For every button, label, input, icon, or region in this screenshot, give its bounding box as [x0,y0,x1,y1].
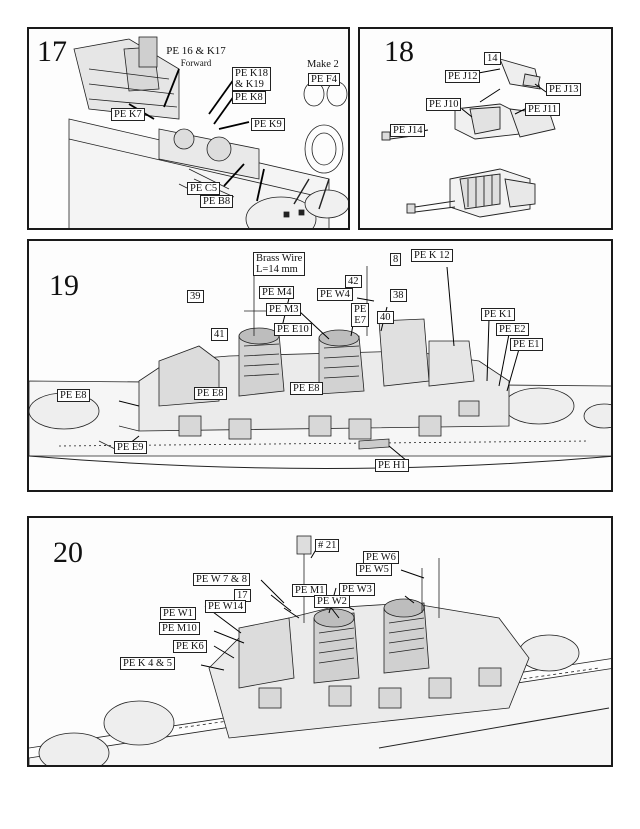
label-8: 8 [390,253,402,266]
label-pe-w2: PE W2 [314,595,350,608]
label-pe-m10: PE M10 [159,622,200,635]
label-39: 39 [187,290,204,303]
step-20-number: 20 [53,536,83,569]
label-pe-j14: PE J14 [390,124,426,137]
label-pe-w1: PE W1 [160,607,196,620]
label-41: 41 [211,328,228,341]
label-pe-j13: PE J13 [546,83,582,96]
label-pe-e8-left: PE E8 [57,389,90,402]
label-pe-f4: PE F4 [308,73,340,86]
step-19-number: 19 [49,269,79,302]
step-18-panel: 18 14 PE J12 PE J13 PE J10 PE J11 PE J14 [358,27,613,230]
label-pe-w7-8: PE W 7 & 8 [193,573,250,586]
step-17-number: 17 [37,35,67,68]
label-brass-wire: Brass Wire L=14 mm [253,252,306,276]
label-pe-e2: PE E2 [496,323,529,336]
label-pe-c5: PE C5 [187,182,221,195]
label-14: 14 [484,52,501,65]
label-pe-j11: PE J11 [525,103,561,116]
step-19-drawing [29,261,611,469]
label-pe16-k17: PE 16 & K17 Forward [161,45,231,69]
label-pe-m1: PE M1 [292,584,328,597]
label-pe-e10: PE E10 [274,323,312,336]
step-18-number: 18 [384,35,414,68]
label-forward: Forward [180,58,212,68]
label-pe-b8: PE B8 [200,195,234,208]
label-38: 38 [390,289,407,302]
label-pe-e8-mid: PE E8 [194,387,227,400]
label-pe-j10: PE J10 [426,98,462,111]
label-pe-w5: PE W5 [356,563,392,576]
label-pe-w3: PE W3 [339,583,375,596]
label-pe-e8-center: PE E8 [290,382,323,395]
label-pe-e7-prefix: PE [354,304,367,315]
label-40: 40 [377,311,394,324]
label-pe-k7: PE K7 [111,108,145,121]
label-make-2: Make 2 [307,59,339,70]
label-k19-text: & K19 [235,79,264,90]
label-pe-e9: PE E9 [114,441,147,454]
label-pe-j12: PE J12 [445,70,481,83]
step-17-drawing [68,36,348,228]
label-pe-k9: PE K9 [251,118,285,131]
step-17-panel: 17 PE 16 & K17 Forward PE K18 & K19 PE K… [27,27,350,230]
step-19-panel: 19 Brass Wire L=14 mm 8 PE K 12 42 39 PE… [27,239,613,492]
label-pe-k18-text: PE K18 [235,68,268,79]
step-20-panel: 20 # 21 PE W6 PE W5 PE W 7 & 8 PE M1 PE … [27,516,613,767]
label-pe-h1: PE H1 [375,459,409,472]
label-brass-wire-text: Brass Wire [256,253,303,264]
label-pe-k1: PE K1 [481,308,515,321]
label-pe-k4-5: PE K 4 & 5 [120,657,176,670]
label-pe-m3: PE M3 [266,303,302,316]
step-20-drawing [29,535,611,765]
label-pe-e1: PE E1 [510,338,543,351]
label-pe-k6: PE K6 [173,640,207,653]
label-pe-e7-code: E7 [354,315,366,326]
label-pe-w14: PE W14 [205,600,247,613]
label-pe-k18: PE K18 & K19 [232,67,271,91]
step-18-drawing [381,58,556,218]
label-pe-w4: PE W4 [317,288,353,301]
label-pe-k12: PE K 12 [411,249,453,262]
label-brass-length: L=14 mm [256,264,298,275]
label-pe-e7: PE E7 [351,303,370,327]
label-21: # 21 [315,539,340,552]
label-pe16-k17-text: PE 16 & K17 [166,45,226,57]
label-pe-k8: PE K8 [232,91,266,104]
label-42: 42 [345,275,362,288]
label-pe-m4: PE M4 [259,286,295,299]
